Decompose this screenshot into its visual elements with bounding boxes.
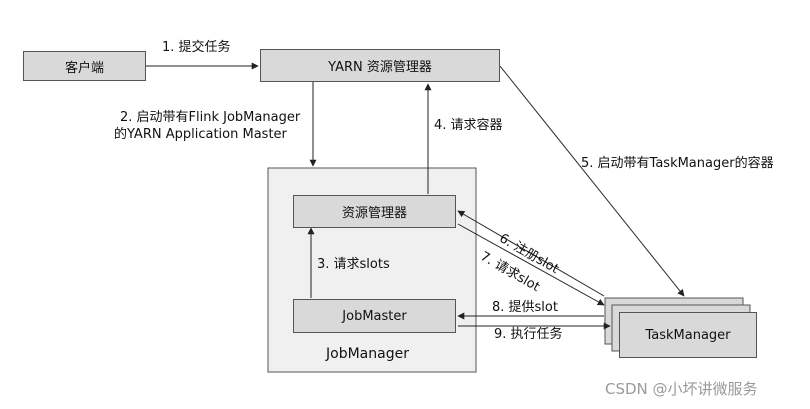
yarn-resource-manager-box: YARN 资源管理器: [260, 49, 500, 82]
arrow-register-slot: [457, 210, 605, 297]
edge-label-3: 3. 请求slots: [317, 257, 390, 272]
edge-label-2-line1: 2. 启动带有Flink JobManager: [120, 110, 301, 125]
edge-label-9: 9. 执行任务: [494, 327, 563, 342]
taskmanager-label: TaskManager: [645, 327, 731, 343]
jobmaster-box: JobMaster: [293, 299, 456, 333]
edge-label-5: 5. 启动带有TaskManager的容器: [581, 156, 774, 171]
watermark: CSDN @小坏讲微服务: [605, 380, 758, 398]
edge-label-8: 8. 提供slot: [492, 300, 558, 315]
arrow-request-slot: [457, 223, 605, 306]
client-label: 客户端: [64, 60, 104, 76]
resource-manager-label: 资源管理器: [341, 206, 407, 221]
client-box: 客户端: [23, 51, 146, 81]
taskmanager-box: TaskManager: [619, 312, 757, 358]
jobmaster-label: JobMaster: [342, 308, 407, 324]
edge-label-1: 1. 提交任务: [162, 40, 231, 55]
arrow-start-taskmanager: [499, 65, 685, 297]
jobmanager-title: JobManager: [326, 346, 409, 362]
edge-label-2-line2: 的YARN Application Master: [114, 127, 287, 142]
yarn-resource-manager-label: YARN 资源管理器: [328, 60, 432, 75]
resource-manager-box: 资源管理器: [293, 195, 456, 228]
edge-label-4: 4. 请求容器: [434, 118, 503, 133]
